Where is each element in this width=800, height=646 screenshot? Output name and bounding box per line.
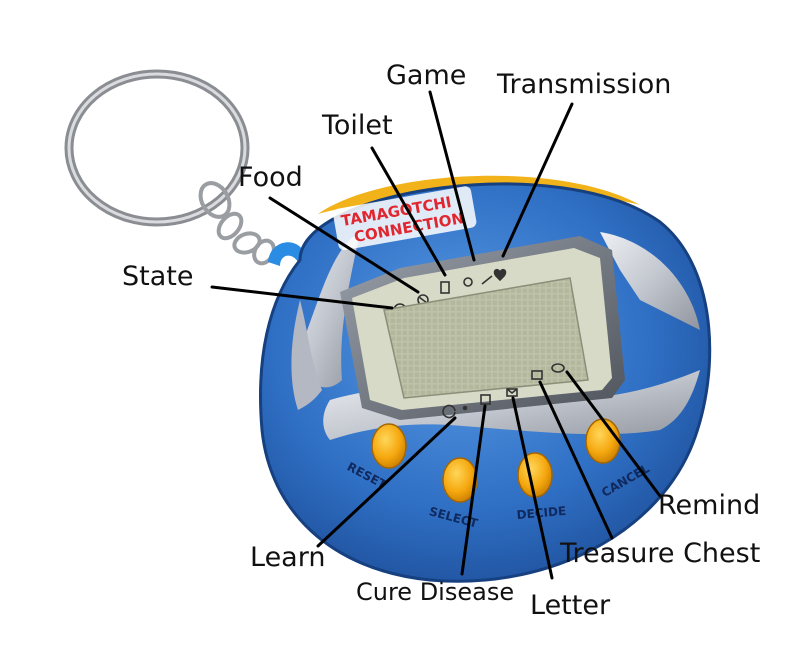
select-button[interactable] [442,457,478,503]
cancel-button[interactable] [585,418,621,464]
reset-button[interactable] [371,423,407,469]
toilet-label: Toilet [321,110,393,141]
remind-leader [565,370,662,498]
game-leader [428,90,476,262]
toilet-leader [370,146,447,277]
decide-button-label: DECIDE [516,504,567,522]
cure-disease-label: Cure Disease [356,578,514,606]
remind-icon [551,363,565,373]
remind-label: Remind [658,490,760,521]
state-label: State [122,261,193,292]
letter-label: Letter [530,590,611,621]
state-leader [210,285,394,310]
toilet-icon [440,281,450,294]
learn-icon [442,404,468,419]
letter-leader [511,396,554,580]
transmission-leader [501,102,574,258]
food-label: Food [238,162,303,193]
cure-icon [480,394,491,405]
treasure-chest-label: Treasure Chest [559,538,760,569]
callout-lines [210,90,662,580]
letter-icon [506,388,518,397]
learn-leader [316,416,457,548]
game-label: Game [386,60,466,91]
heart-icon [493,268,507,282]
decide-button[interactable] [517,452,553,498]
cure-leader [460,404,487,576]
key-chain-icon [198,181,276,266]
learn-label: Learn [250,542,325,573]
food-leader [268,196,420,294]
key-ring-icon [64,69,250,227]
strap-loop [268,242,304,266]
treasure-icon [531,370,543,380]
pencil-icon [481,275,493,285]
bottom-icon-strip [442,363,565,419]
game-icon [463,277,473,287]
treasure-leader [538,380,614,540]
lcd-screen [383,277,589,399]
transmission-label: Transmission [496,69,671,100]
